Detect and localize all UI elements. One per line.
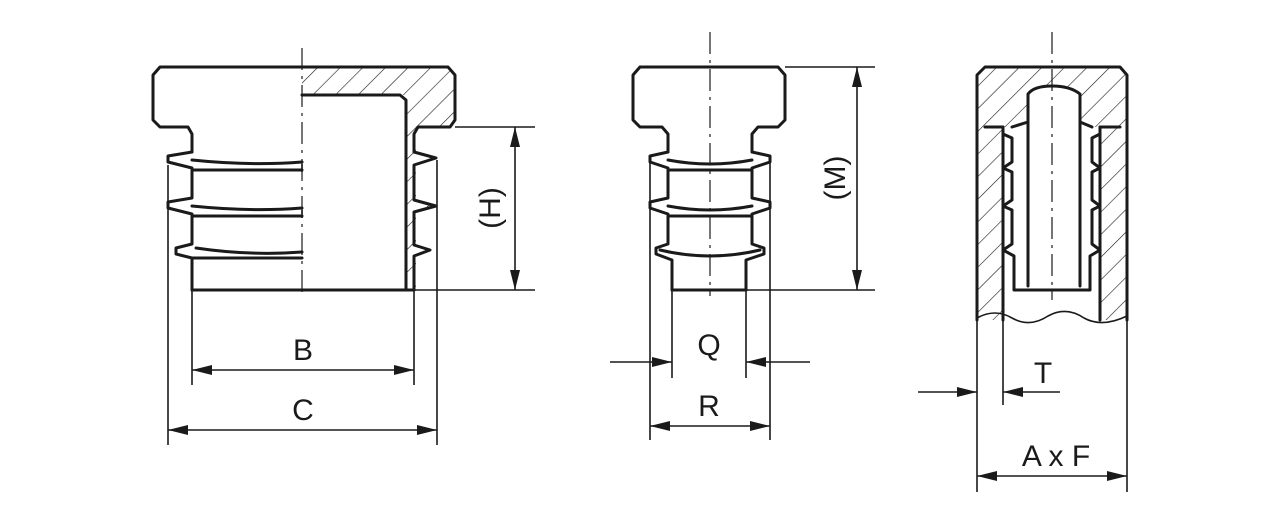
left-body-outline bbox=[166, 150, 194, 292]
cap-head-right bbox=[300, 65, 457, 154]
arrow-axf-left bbox=[977, 471, 997, 481]
label-m: (M) bbox=[819, 156, 852, 201]
rib-3 bbox=[194, 246, 304, 255]
label-b: B bbox=[293, 334, 313, 367]
arrow-t-left bbox=[957, 387, 977, 397]
middle-dimensions: Q R (M) bbox=[610, 66, 875, 440]
rib-1 bbox=[190, 158, 304, 166]
section-hatch-left bbox=[302, 67, 455, 290]
left-dimensions: B C (H) bbox=[167, 126, 535, 445]
arrow-q-right bbox=[746, 357, 766, 367]
plug-inner-body bbox=[1001, 132, 1102, 292]
middle-cap-head bbox=[631, 65, 787, 154]
arrow-m-bottom bbox=[852, 270, 862, 290]
middle-body-right bbox=[744, 150, 772, 292]
label-axf: A x F bbox=[1022, 440, 1090, 473]
arrow-h-bottom bbox=[510, 270, 520, 290]
arrow-c-right bbox=[417, 425, 437, 435]
middle-view bbox=[631, 32, 787, 296]
arrow-axf-right bbox=[1107, 471, 1127, 481]
section-hatch-right bbox=[977, 67, 1127, 320]
label-h: (H) bbox=[474, 187, 507, 229]
arrow-b-right bbox=[394, 365, 414, 375]
middle-body-left bbox=[648, 150, 674, 292]
cavity-shoulders bbox=[1010, 120, 1094, 129]
label-r: R bbox=[698, 390, 720, 423]
right-dimensions: T A x F bbox=[918, 320, 1128, 492]
rib-2 bbox=[190, 204, 304, 212]
arrow-b-left bbox=[192, 365, 212, 375]
arrow-r-right bbox=[750, 421, 770, 431]
plug-cavity bbox=[1026, 84, 1082, 288]
arrow-t-right bbox=[1003, 387, 1023, 397]
inner-cavity bbox=[300, 93, 408, 292]
arrow-r-left bbox=[650, 421, 670, 431]
arrow-q-left bbox=[652, 357, 672, 367]
cap-head-left bbox=[151, 65, 304, 154]
arrow-h-top bbox=[510, 127, 520, 147]
right-outer-outline bbox=[975, 65, 1129, 322]
arrow-c-left bbox=[168, 425, 188, 435]
right-fins bbox=[412, 150, 438, 292]
label-t: T bbox=[1034, 357, 1052, 390]
arrow-m-top bbox=[852, 67, 862, 87]
label-c: C bbox=[292, 394, 314, 427]
right-view-section bbox=[975, 32, 1129, 324]
left-view-half-section bbox=[151, 48, 457, 296]
label-q: Q bbox=[697, 329, 720, 362]
